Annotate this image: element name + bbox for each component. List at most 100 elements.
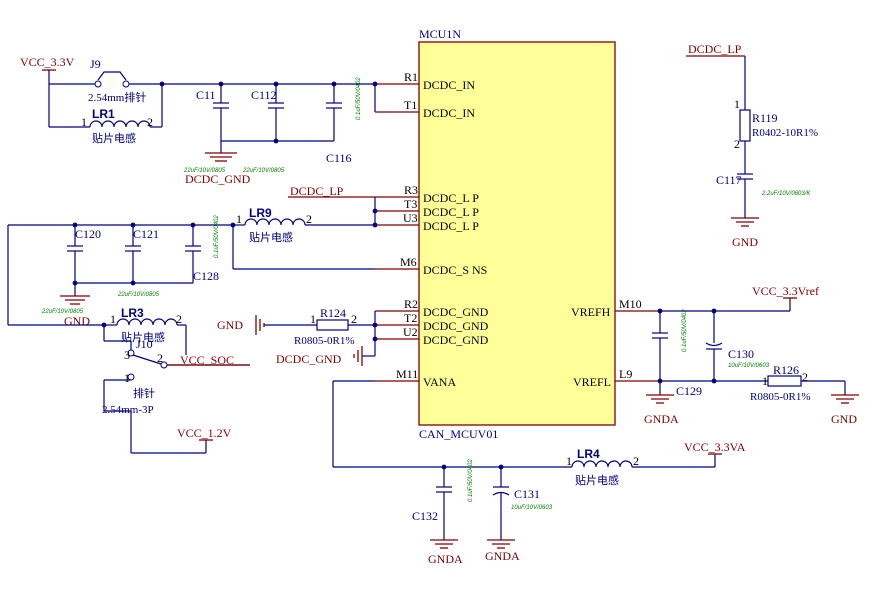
c130-ref: C130 bbox=[728, 347, 754, 361]
c120-capacitor[interactable] bbox=[67, 225, 83, 283]
dcdc-gnd-symbol-1 bbox=[205, 152, 237, 162]
lr1-value: 贴片电感 bbox=[92, 131, 136, 145]
c11-capacitor[interactable] bbox=[213, 84, 229, 141]
net-dcdc-gnd-1: DCDC_GND bbox=[185, 172, 251, 186]
r126-value: R0805-0R1% bbox=[750, 391, 811, 403]
c131-capacitor[interactable] bbox=[492, 467, 510, 540]
pin-name-dcdc-gnd-3: DCDC_GND bbox=[423, 333, 489, 347]
lr9-ref: LR9 bbox=[249, 206, 272, 220]
lr1-inductor[interactable] bbox=[89, 120, 151, 128]
lr9-pin2: 2 bbox=[306, 212, 312, 226]
c130-capacitor[interactable] bbox=[705, 311, 723, 381]
r126-pin2: 2 bbox=[802, 370, 808, 384]
mcu-left-pins bbox=[375, 83, 419, 382]
c131-ref: C131 bbox=[514, 487, 540, 501]
pin-num-u2: U2 bbox=[403, 325, 418, 339]
lr3-value: 贴片电感 bbox=[121, 330, 165, 344]
lr3-pin2: 2 bbox=[176, 312, 182, 326]
pin-name-dcdc-gnd-1: DCDC_GND bbox=[423, 305, 489, 319]
net-vcc-1v2: VCC_1.2V bbox=[177, 426, 232, 440]
j9-jumper[interactable] bbox=[94, 71, 130, 88]
net-gnd-left: GND bbox=[64, 314, 90, 328]
c120-ref: C120 bbox=[75, 227, 101, 241]
c129-ref: C129 bbox=[676, 384, 702, 398]
net-dcdc-gnd-2: DCDC_GND bbox=[276, 352, 342, 366]
net-gnd-c117: GND bbox=[732, 235, 758, 249]
lr3-pin1: 1 bbox=[110, 312, 116, 326]
c121-ref: C121 bbox=[133, 227, 159, 241]
lr3-inductor[interactable] bbox=[116, 318, 178, 326]
c116-capacitor[interactable] bbox=[326, 84, 342, 141]
gnda-symbol-vref bbox=[646, 394, 674, 404]
r119-pin2: 2 bbox=[734, 137, 740, 151]
lr4-ref: LR4 bbox=[577, 447, 600, 461]
c132-value: 0.1uF/50V/0402 bbox=[468, 459, 474, 502]
lr1-pin2: 2 bbox=[147, 115, 153, 129]
r126-ref: R126 bbox=[773, 363, 799, 377]
lr9-inductor[interactable] bbox=[244, 218, 306, 226]
c117-ref: C117 bbox=[716, 173, 742, 187]
c112-capacitor[interactable] bbox=[268, 84, 284, 141]
net-gnd-r124: GND bbox=[217, 318, 243, 332]
r124-ref: R124 bbox=[320, 306, 346, 320]
c112-value: 22uF/10V/0805 bbox=[242, 168, 285, 174]
c121-capacitor[interactable] bbox=[125, 225, 141, 283]
pin-name-dcdc-in-1: DCDC_IN bbox=[423, 78, 475, 92]
gnd-symbol-left bbox=[60, 295, 90, 305]
pin-name-dcdc-in-2: DCDC_IN bbox=[423, 106, 475, 120]
j10-pin3: 3 bbox=[124, 348, 130, 362]
j10-pin1: 1 bbox=[124, 371, 130, 385]
pin-name-dcdc-lp-1: DCDC_L P bbox=[423, 191, 479, 205]
net-gnda-vref: GNDA bbox=[644, 412, 679, 426]
c128-capacitor[interactable] bbox=[185, 225, 201, 283]
j10-pin2: 2 bbox=[157, 351, 163, 365]
c132-capacitor[interactable] bbox=[436, 467, 452, 540]
c117-value: 2.2uF/10V/0603/K bbox=[761, 191, 811, 197]
r119-pin1: 1 bbox=[734, 97, 740, 111]
mcu-ref: MCU1N bbox=[419, 27, 461, 41]
net-vcc33vref: VCC_3.3Vref bbox=[752, 284, 819, 298]
c120-value: 22uF/10V/0805 bbox=[41, 309, 84, 315]
pin-num-m10: M10 bbox=[619, 297, 642, 311]
c11-value: 22uF/10V/0805 bbox=[183, 168, 226, 174]
j9-value: 2.54mm排针 bbox=[88, 90, 146, 104]
c129-value: 0.1uF/50V/0402 bbox=[682, 309, 688, 352]
net-gnd-r126: GND bbox=[831, 412, 857, 426]
pin-name-dcdc-gnd-2: DCDC_GND bbox=[423, 319, 489, 333]
lr4-pin2: 2 bbox=[633, 454, 639, 468]
pin-name-dcdc-lp-3: DCDC_L P bbox=[423, 219, 479, 233]
j10-ref: J10 bbox=[136, 337, 153, 351]
dcdc-gnd-symbol-2 bbox=[353, 346, 363, 366]
r124-value: R0805-0R1% bbox=[294, 335, 355, 347]
r119-ref: R119 bbox=[752, 111, 778, 125]
pin-name-vrefh: VREFH bbox=[571, 305, 611, 319]
mcu-part: CAN_MCUV01 bbox=[419, 427, 498, 441]
pin-num-t2: T2 bbox=[404, 311, 417, 325]
r124-resistor[interactable] bbox=[316, 319, 349, 331]
r124-pin1: 1 bbox=[310, 312, 316, 326]
c129-capacitor[interactable] bbox=[652, 311, 668, 381]
r119-resistor[interactable] bbox=[739, 109, 751, 142]
pin-num-m11: M11 bbox=[396, 367, 418, 381]
pin-name-dcdc-lp-2: DCDC_L P bbox=[423, 205, 479, 219]
net-vcc-soc: VCC_SOC bbox=[180, 353, 234, 367]
lr4-inductor[interactable] bbox=[571, 460, 633, 468]
mcu-body[interactable] bbox=[418, 41, 616, 426]
r124-pin2: 2 bbox=[351, 312, 357, 326]
r126-resistor[interactable] bbox=[767, 375, 802, 387]
lr4-pin1: 1 bbox=[566, 454, 572, 468]
pin-num-r1: R1 bbox=[404, 70, 418, 84]
lr3-ref: LR3 bbox=[121, 306, 144, 320]
c116-ref: C116 bbox=[326, 151, 352, 165]
pin-num-l9: L9 bbox=[619, 367, 632, 381]
gnd-symbol-r124 bbox=[255, 315, 265, 335]
c116-value: 0.1uF/50V/0402 bbox=[356, 77, 362, 120]
pin-num-r2: R2 bbox=[404, 297, 418, 311]
gnd-symbol-c117 bbox=[731, 217, 759, 227]
c131-value: 10uF/10V/0603 bbox=[511, 505, 553, 511]
net-dcdc-lp-mid: DCDC_LP bbox=[290, 184, 344, 198]
j9-ref: J9 bbox=[90, 57, 101, 71]
net-gnda-c132: GNDA bbox=[428, 552, 463, 566]
net-gnda-c131: GNDA bbox=[485, 549, 520, 563]
